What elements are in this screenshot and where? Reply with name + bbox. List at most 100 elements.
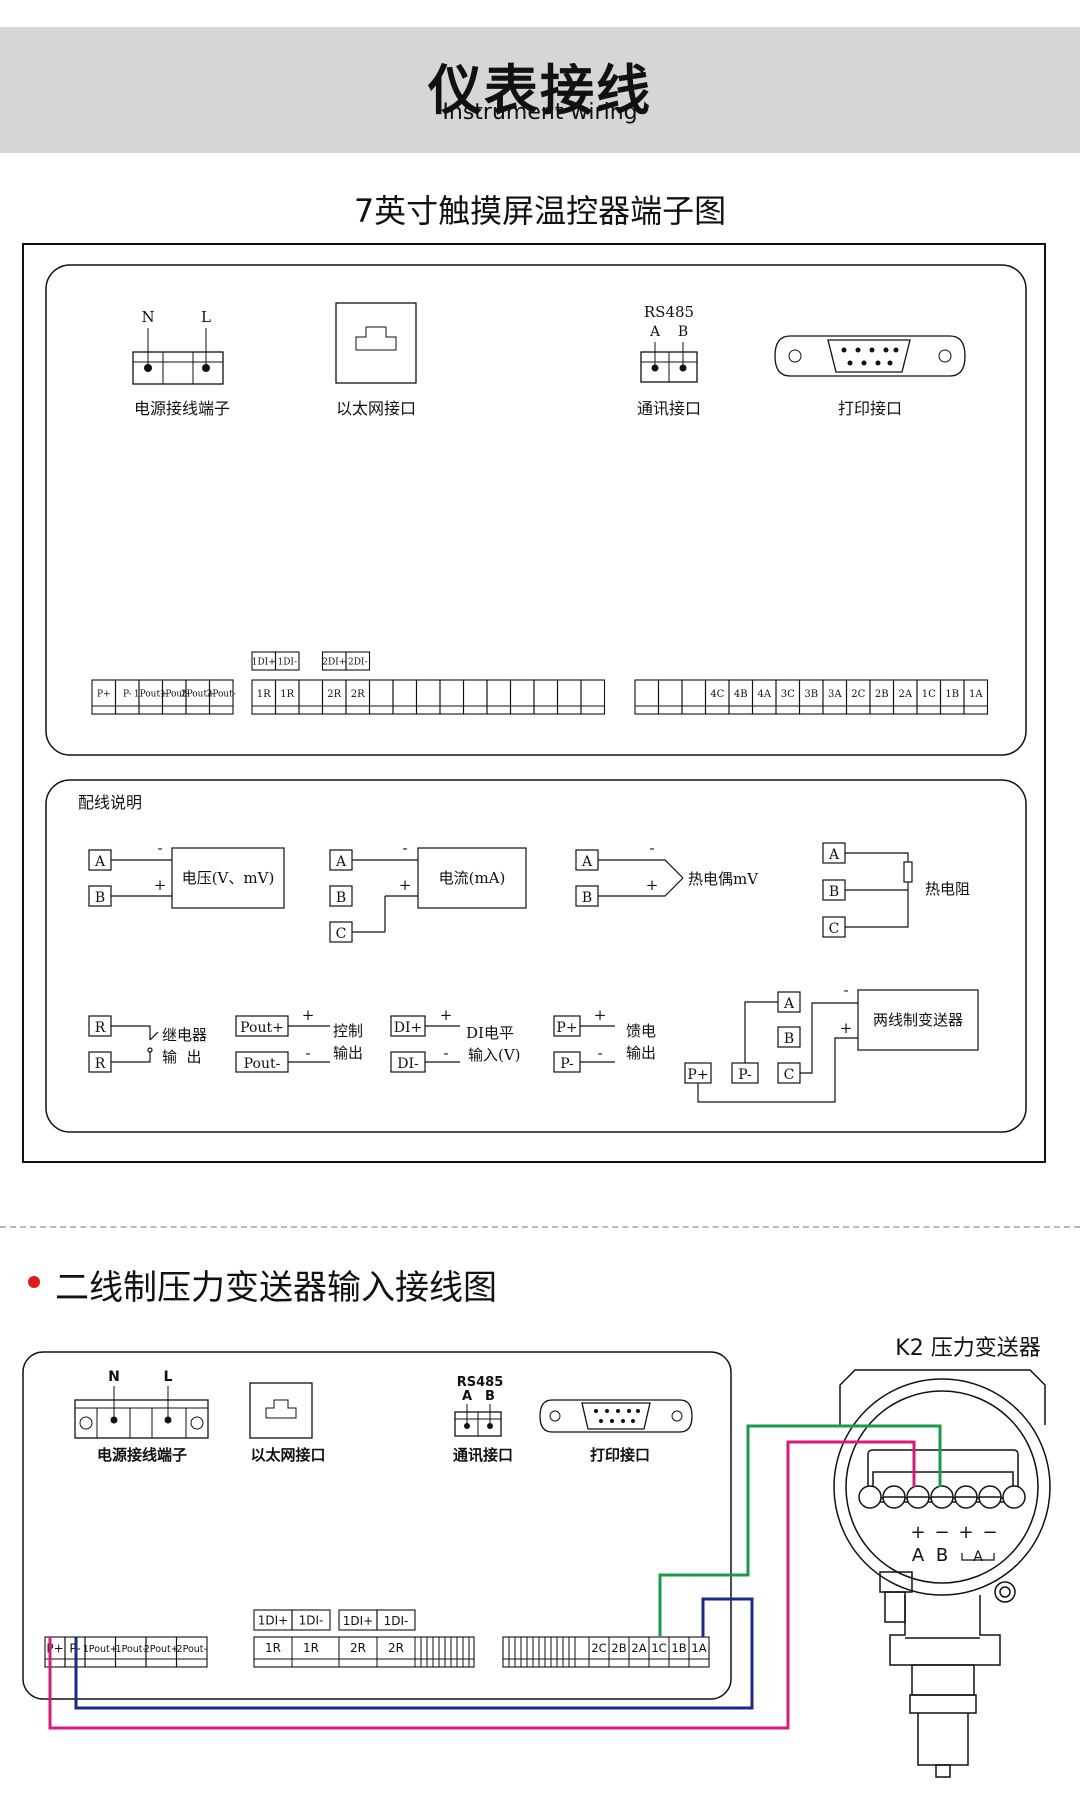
strip3-cell: 4C [710, 689, 724, 700]
p2-strip2-cell: 1R [303, 1641, 319, 1655]
voltage-a: A [94, 854, 106, 870]
ethernet-label: 以太网接口 [336, 399, 416, 418]
tw-c: C [784, 1067, 795, 1083]
strip2-cell: 1R [280, 689, 294, 700]
strip2-top-cell: 1DI- [277, 657, 297, 667]
current-wiring [329, 847, 527, 943]
print-label: 打印接口 [838, 399, 902, 418]
strip1-cell: P- [123, 689, 132, 699]
voltage-plus: + [154, 876, 167, 894]
outer-frame [22, 243, 1046, 1163]
tx-label-b: B [936, 1545, 948, 1566]
ethernet-port-icon: 以太网接口 [335, 302, 417, 418]
strip3-cell: 2A [898, 689, 912, 700]
two-wire-transmitter-wiring [684, 989, 979, 1103]
print-port-icon-2: 打印接口 [539, 1399, 693, 1464]
p2-pout-cell: 2Pout- [177, 1644, 207, 1655]
feed-p2: P- [560, 1056, 574, 1072]
strip3-cell: 2B [875, 689, 889, 700]
p2-strip3-cell: 2C [591, 1641, 606, 1655]
p2-strip2-cell: 2R [388, 1641, 404, 1655]
p2-strip3-cell: 1A [691, 1641, 706, 1655]
tx-term-1: + [910, 1522, 925, 1543]
section2-title: 二线制压力变送器输入接线图 [55, 1268, 497, 1308]
tc-a: A [581, 854, 593, 870]
strip2-cell: 1R [257, 689, 271, 700]
power-terminal: N L 电源接线端子 [132, 308, 230, 418]
tw-label: 两线制变送器 [873, 1011, 963, 1029]
feed-output-wiring [553, 1015, 615, 1073]
signal-wires [48, 1424, 942, 1730]
strip3-cell: 4A [757, 689, 771, 700]
strip2-top-cell: 2DI+ [322, 657, 346, 667]
thermocouple-wiring [575, 849, 684, 907]
p2-strip3-cell: 2A [631, 1641, 646, 1655]
p2-strip2-cell: 1R [265, 1641, 281, 1655]
tx-term-4: − [982, 1522, 997, 1543]
control-output-wiring [235, 1015, 330, 1073]
strip3-cell: 3A [828, 689, 842, 700]
power-terminal-2: N L 电源接线端子 [74, 1369, 209, 1464]
voltage-label: 电压(V、mV) [182, 869, 275, 887]
rtd-b: B [829, 884, 839, 900]
p2-top-cell: 1DI+ [343, 1614, 373, 1628]
pressure-transmitter-icon [833, 1369, 1051, 1778]
strip3-cell: 1B [945, 689, 959, 700]
rtd-wiring [822, 842, 913, 938]
wiring-explanation-panel [45, 779, 1027, 1133]
rs485-terminal-2: RS485 A B 通讯接口 [453, 1375, 513, 1464]
strip2-cell: 2R [327, 689, 341, 700]
p2-pout-cell: 1Pout+ [83, 1644, 118, 1655]
di-input-wiring [390, 1015, 460, 1073]
strip1-cell: 2Pout+ [181, 689, 215, 699]
page-title: 仪表接线 [428, 59, 652, 122]
p2-strip3-cell: 1B [671, 1641, 686, 1655]
strip3-cell: 2C [851, 689, 865, 700]
current-a: A [335, 854, 347, 870]
di-label2: 输入(V) [468, 1046, 521, 1064]
rs485-b-label: B [678, 324, 688, 340]
p2-power-n: N [108, 1369, 120, 1385]
p2-top-cell: 1DI- [299, 1614, 324, 1628]
tc-plus: + [646, 876, 659, 894]
di-p2: DI- [397, 1056, 419, 1072]
section-divider [0, 1226, 1080, 1228]
di-minus: - [443, 1044, 448, 1062]
power-terminal-label: 电源接线端子 [134, 399, 230, 418]
control-p2: Pout- [244, 1056, 281, 1072]
terminal-strips: P+P-1Pout+1Pout-2Pout+2Pout-1DI+1DI-2DI+… [91, 651, 989, 715]
feed-p1: P+ [556, 1020, 577, 1036]
strip3-cell: 4B [734, 689, 748, 700]
p2-print-label: 打印接口 [590, 1446, 650, 1464]
p2-rs485: RS485 [457, 1375, 504, 1390]
rs485-label: RS485 [644, 303, 694, 321]
print-port-icon: 打印接口 [774, 335, 966, 418]
tw-minus: - [843, 981, 848, 999]
p2-strip2-cell: 2R [350, 1641, 366, 1655]
current-c: C [336, 926, 347, 942]
tw-a: A [783, 996, 795, 1012]
strip3-cell: 1A [969, 689, 983, 700]
header-band [0, 27, 1080, 153]
control-label1: 控制 [333, 1022, 363, 1040]
tw-pp: P+ [687, 1067, 708, 1083]
transmitter-title: K2 压力变送器 [895, 1336, 1040, 1361]
tc-b: B [582, 890, 592, 906]
control-plus: + [302, 1006, 315, 1024]
p2-ethernet-label: 以太网接口 [250, 1446, 325, 1464]
tx-label-a: A [912, 1545, 925, 1566]
tx-label-a2: A [973, 1549, 983, 1565]
p2-top-cell: 1DI+ [258, 1614, 288, 1628]
tx-term-3: + [958, 1522, 973, 1543]
p2-pout-cell: 1Pout- [116, 1644, 146, 1655]
page-subtitle: Instrument wiring [442, 100, 638, 125]
strip2-top-cell: 2DI- [348, 657, 368, 667]
p2-power-label: 电源接线端子 [97, 1446, 187, 1464]
rs485-a-label: A [649, 324, 661, 340]
di-label1: DI电平 [466, 1024, 514, 1042]
p2-comm-label: 通讯接口 [453, 1446, 513, 1464]
relay-label1: 继电器 [162, 1026, 207, 1044]
section1-title: 7英寸触摸屏温控器端子图 [353, 192, 727, 230]
bullet-icon [28, 1276, 40, 1288]
current-plus: + [399, 876, 412, 894]
